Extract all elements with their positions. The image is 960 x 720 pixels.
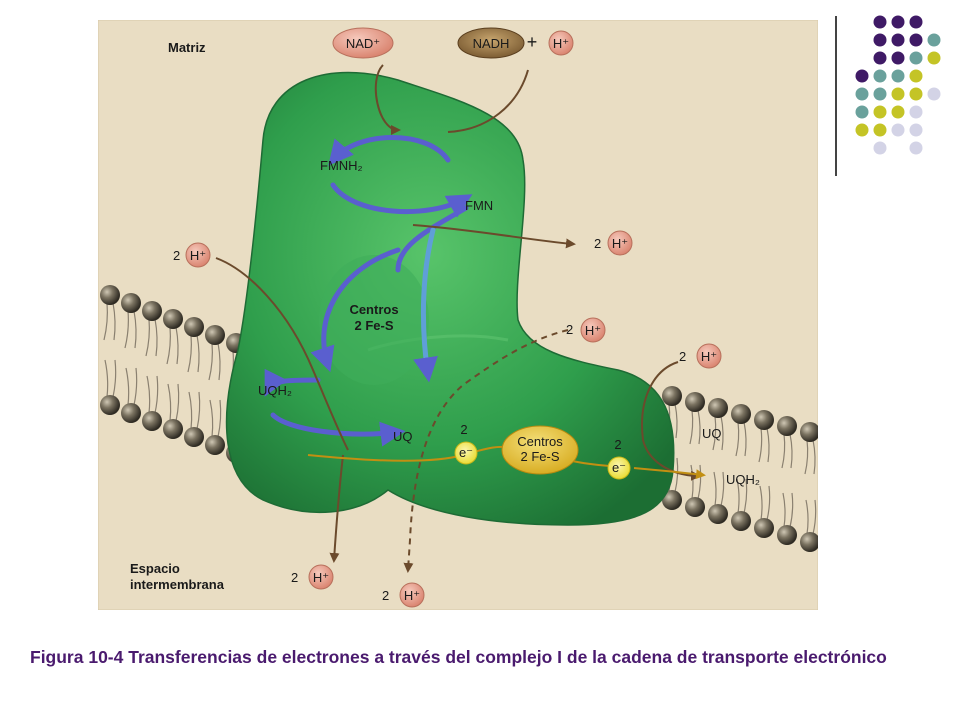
h-bl-count: 2 (291, 570, 298, 585)
figure-caption: Figura 10-4 Transferencias de electrones… (30, 647, 887, 667)
h-bm-label: H⁺ (404, 588, 420, 603)
h-group-mid: 2 H⁺ (566, 317, 606, 343)
h-group-bottom-left: 2 H⁺ (291, 564, 334, 590)
h-ion-top: H⁺ (548, 30, 574, 56)
nadh-label: NADH (473, 36, 510, 51)
intermembrane-label-1: Espacio (130, 561, 180, 576)
matrix-label: Matriz (168, 40, 206, 55)
complex-i-diagram: Centros 2 Fe-S Centros 2 Fe-S 2 e⁻ (98, 20, 818, 610)
fes-upper-line2: 2 Fe-S (354, 318, 393, 333)
uq-right-label: UQ (702, 426, 722, 441)
electron-right-count: 2 (614, 437, 621, 452)
divider-line (835, 16, 837, 176)
h-bm-count: 2 (382, 588, 389, 603)
nadh-oval: NADH (457, 27, 525, 59)
fes-center-lower: Centros 2 Fe-S (501, 425, 579, 475)
h-left-label: H⁺ (190, 248, 206, 263)
h-right-count: 2 (679, 349, 686, 364)
fmn-label: FMN (465, 198, 493, 213)
decorative-dot-grid (855, 15, 941, 155)
electron-right-label: e⁻ (612, 460, 626, 475)
intermembrane-label-2: intermembrana (130, 577, 225, 592)
h-group-right-top: 2 H⁺ (594, 230, 633, 256)
h-bl-label: H⁺ (313, 570, 329, 585)
h-rt-count: 2 (594, 236, 601, 251)
fmnh2-label: FMNH₂ (320, 158, 363, 173)
h-rt-label: H⁺ (612, 236, 628, 251)
uqh2-label: UQH₂ (258, 383, 292, 398)
fes-lower-line1: Centros (517, 434, 563, 449)
electron-left-label: e⁻ (459, 445, 473, 460)
h-right-label: H⁺ (701, 349, 717, 364)
fes-lower-line2: 2 Fe-S (520, 449, 559, 464)
h-group-right: 2 H⁺ (679, 343, 722, 369)
fes-upper-line1: Centros (349, 302, 398, 317)
uqh2-right-label: UQH₂ (726, 472, 760, 487)
h-top-label: H⁺ (553, 36, 569, 51)
electron-left: 2 e⁻ (454, 422, 478, 465)
membrane (100, 285, 818, 552)
plus-sign: + (527, 32, 538, 52)
electron-right: 2 e⁻ (607, 437, 631, 480)
h-group-bottom-mid: 2 H⁺ (382, 582, 425, 608)
h-group-left: 2 H⁺ (173, 242, 211, 268)
blue-arrows (264, 135, 473, 447)
h-left-count: 2 (173, 248, 180, 263)
uq-label: UQ (393, 429, 413, 444)
h-mid-count: 2 (566, 322, 573, 337)
h-mid-label: H⁺ (585, 323, 601, 338)
fes-center-upper: Centros 2 Fe-S (319, 255, 429, 385)
nad-label: NAD⁺ (346, 36, 380, 51)
electron-left-count: 2 (460, 422, 467, 437)
nad-oval: NAD⁺ (332, 27, 394, 59)
